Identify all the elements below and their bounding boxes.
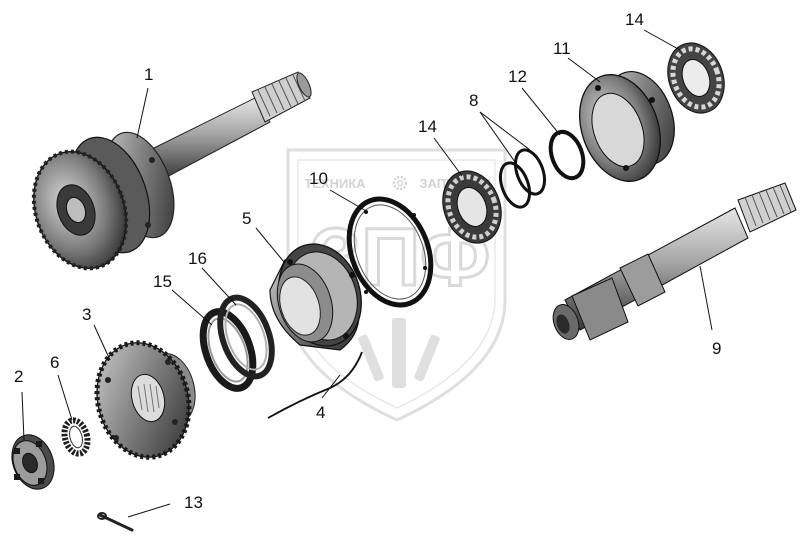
leader-14b [643, 29, 681, 51]
part-6-lock-washer [61, 417, 91, 457]
part-3-flange [94, 340, 196, 460]
callout-11: 11 [553, 39, 571, 58]
callout-9: 9 [712, 339, 721, 358]
leader-4 [321, 374, 341, 399]
part-15-seal [199, 308, 257, 392]
leader-14a [433, 137, 463, 177]
part-9-splined-shaft [552, 182, 797, 341]
part-16-seal [217, 294, 275, 380]
part-5-bearing-housing [269, 243, 362, 351]
leader-8b [479, 111, 531, 151]
callout-14-right: 14 [625, 10, 644, 29]
callout-10: 10 [309, 169, 328, 188]
part-13-cotter-pin [97, 512, 134, 532]
callout-15: 15 [153, 272, 172, 291]
part-8-snap-rings [498, 148, 547, 209]
leader-1 [136, 87, 149, 139]
callout-numbers: 1 2 3 4 5 6 8 9 10 11 12 13 14 14 15 16 [14, 10, 721, 512]
callout-1: 1 [144, 65, 153, 84]
leader-9 [699, 265, 713, 331]
watermark-text-left: ТЕХНИКА [304, 176, 366, 191]
part-14-bearing-left [442, 170, 502, 244]
part-14-bearing-right [667, 42, 725, 114]
callout-2: 2 [14, 367, 23, 386]
leader-2 [21, 391, 25, 441]
leader-12 [521, 87, 561, 136]
watermark-wheat-icon [358, 318, 440, 388]
callout-14-left: 14 [418, 117, 437, 136]
part-12-ring [548, 129, 586, 181]
callout-12: 12 [508, 67, 527, 86]
leader-6 [57, 374, 73, 421]
callout-5: 5 [242, 209, 251, 228]
part-4-wire [267, 351, 363, 419]
leader-5 [255, 227, 285, 263]
part-1-flange-shaft [31, 71, 312, 271]
leader-3 [93, 324, 111, 361]
leader-16 [201, 267, 237, 306]
part-10-gasket [346, 196, 434, 308]
part-2-castle-nut [11, 434, 55, 490]
leader-13 [127, 503, 171, 518]
leader-11 [567, 57, 601, 83]
callout-3: 3 [82, 305, 91, 324]
callout-6: 6 [50, 353, 59, 372]
callout-16: 16 [188, 249, 207, 268]
leader-lines [21, 29, 713, 518]
leader-15 [171, 289, 213, 326]
callout-8: 8 [469, 91, 478, 110]
gear-icon [392, 175, 408, 191]
leader-10 [329, 189, 369, 213]
part-11-cover [578, 70, 675, 182]
callout-13: 13 [184, 493, 203, 512]
leader-8a [479, 111, 516, 163]
callout-4: 4 [316, 403, 325, 422]
